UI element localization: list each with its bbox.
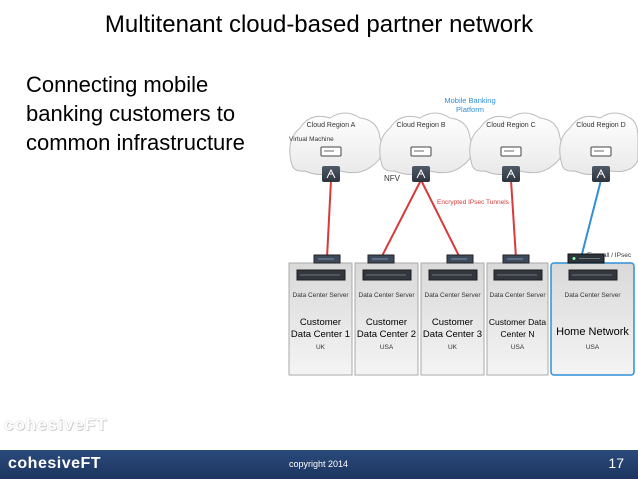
datacenter-router-icon — [446, 254, 474, 264]
dc-country: UK — [448, 344, 458, 351]
dc-name-line1: Customer Data — [489, 317, 546, 327]
vm-server-icon — [500, 146, 522, 157]
tunnels-label: Encrypted IPsec Tunnels — [437, 199, 510, 206]
home-network-name: Home Network — [556, 326, 629, 338]
cloud-region-b — [379, 112, 474, 175]
slide-subtitle: Connecting mobile banking customers to c… — [26, 72, 245, 155]
cloud-region-d — [559, 112, 638, 175]
copyright-text: copyright 2014 — [289, 459, 349, 469]
dc-name-line2: Data Center 2 — [357, 329, 416, 340]
virtual-machine-label: Virtual Machine — [289, 136, 334, 143]
datacenter-router-icon — [313, 254, 341, 264]
region-label-d: Cloud Region D — [576, 122, 625, 129]
cloud-region-a — [289, 112, 384, 175]
vm-server-icon — [590, 146, 612, 157]
footer-bar: cohesiveFT copyright 2014 17 — [0, 450, 638, 479]
datacenter-router-icon — [367, 254, 395, 264]
dc-country: USA — [586, 344, 600, 351]
nfv-label: NFV — [384, 174, 401, 183]
footer-logo: cohesiveFT — [8, 455, 102, 472]
dc-server-label: Data Center Server — [425, 292, 482, 299]
vm-server-icon — [410, 146, 432, 157]
cloud-icon — [469, 112, 564, 175]
dc-name-line1: Customer — [366, 317, 407, 328]
region-label-b: Cloud Region B — [396, 122, 445, 129]
datacenter-1 — [288, 262, 353, 376]
platform-label-line1: Mobile Banking — [444, 96, 495, 105]
slide-title: Multitenant cloud-based partner network — [104, 11, 534, 38]
region-label-a: Cloud Region A — [307, 122, 356, 129]
dc-name-line1: Customer — [300, 317, 341, 328]
vm-server-icon — [320, 146, 342, 157]
dc-country: USA — [511, 344, 525, 351]
dc-server-label: Data Center Server — [359, 292, 416, 299]
cloud-icon — [379, 112, 474, 175]
home-network-link — [581, 179, 602, 255]
datacenter-2 — [354, 262, 419, 376]
nfv-router-icon — [502, 166, 520, 182]
ipsec-tunnels — [326, 179, 517, 259]
platform-label-line2: Platform — [456, 105, 484, 114]
firewall-device-icon — [567, 253, 605, 264]
nfv-router-icon — [412, 166, 430, 182]
dc-server-label: Data Center Server — [293, 292, 350, 299]
cloud-icon — [559, 112, 638, 175]
nfv-router-icon — [322, 166, 340, 182]
watermark-logo: cohesiveFT — [4, 415, 108, 434]
region-label-c: Cloud Region C — [486, 122, 535, 129]
cloud-icon — [289, 112, 384, 175]
dc-name-line1: Customer — [432, 317, 473, 328]
dc-country: UK — [316, 344, 326, 351]
firewall-label: Firewall / IPsec — [587, 252, 632, 259]
datacenter-3 — [420, 262, 485, 376]
network-diagram: Cloud Region A Cloud Region B Cloud Regi… — [288, 96, 638, 376]
dc-name-line2: Center N — [500, 329, 534, 339]
dc-country: USA — [380, 344, 394, 351]
dc-name-line2: Data Center 3 — [423, 329, 482, 340]
cloud-region-c — [469, 112, 564, 175]
dc-server-label: Data Center Server — [490, 292, 547, 299]
nfv-router-icon — [592, 166, 610, 182]
dc-server-label: Data Center Server — [565, 292, 622, 299]
dc-name-line2: Data Center 1 — [291, 329, 350, 340]
page-number: 17 — [608, 455, 624, 471]
datacenter-router-icon — [502, 254, 530, 264]
